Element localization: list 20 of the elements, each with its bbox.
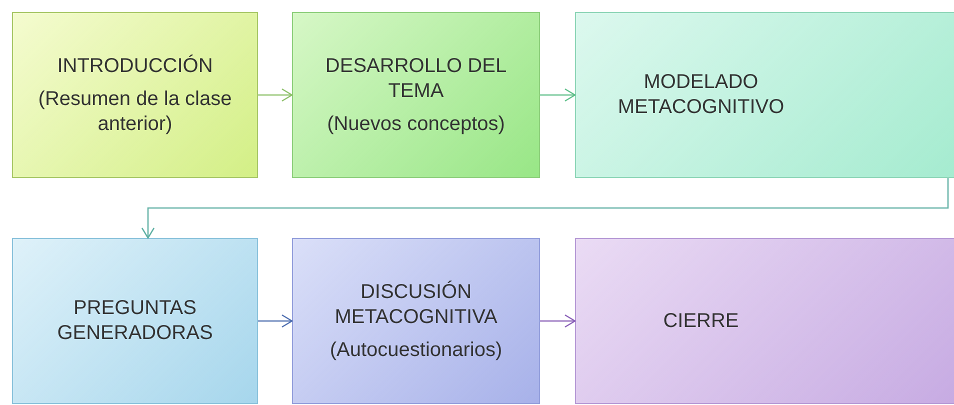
box-text: (Autocuestionarios) — [330, 338, 502, 362]
process-box — [575, 12, 954, 178]
box-text: MODELADO METACOGNITIVO — [616, 70, 786, 120]
arrow — [258, 314, 293, 328]
arrow — [258, 88, 293, 102]
process-box — [292, 238, 540, 404]
process-box — [575, 238, 954, 404]
box-text: (Resumen de la clase anterior) — [37, 86, 233, 136]
box-text: INTRODUCCIÓN — [57, 54, 213, 78]
arrow — [540, 88, 576, 102]
arrow — [540, 314, 576, 328]
process-box — [12, 12, 258, 178]
box-text: (Nuevos conceptos) — [327, 112, 505, 136]
box-text: DESARROLLO DEL TEMA — [324, 54, 508, 104]
box-text: DISCUSIÓN METACOGNITIVA — [334, 280, 498, 330]
arrow — [141, 178, 949, 239]
box-text: CIERRE — [663, 308, 739, 334]
process-box — [292, 12, 540, 178]
process-box — [12, 238, 258, 404]
box-text: PREGUNTAS GENERADORAS — [56, 296, 214, 346]
